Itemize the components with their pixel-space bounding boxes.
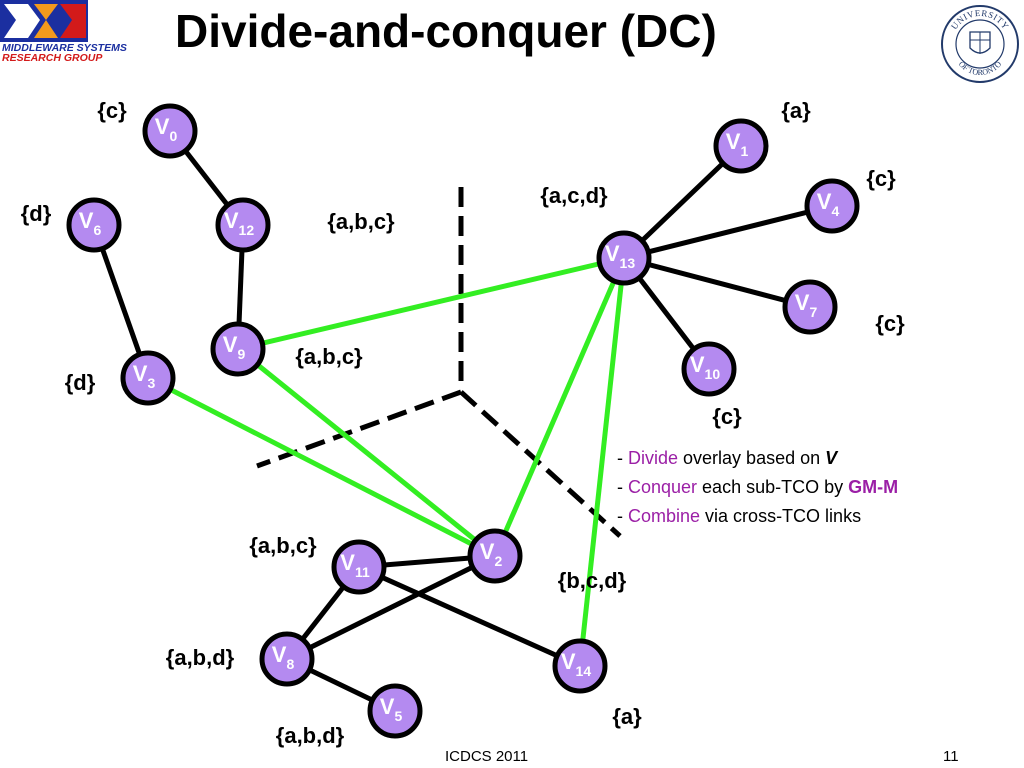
node-label-v7: V7 bbox=[795, 290, 818, 320]
node-v8: V8 bbox=[259, 631, 315, 687]
legend-divide: - Divide overlay based on V bbox=[617, 448, 838, 468]
cross-edge-v9-v2 bbox=[236, 347, 497, 558]
node-circle-v1 bbox=[713, 118, 769, 174]
legend-conquer-emph: GM-M bbox=[848, 477, 899, 497]
node-label-v10: V10 bbox=[690, 352, 720, 382]
cross-edge-v13-v2 bbox=[492, 257, 627, 557]
node-v3: V3 bbox=[120, 350, 176, 406]
node-circle-v8 bbox=[259, 631, 315, 687]
topic-label-v2: {b,c,d} bbox=[558, 568, 627, 593]
node-v1: V1 bbox=[713, 118, 769, 174]
node-v2: V2 bbox=[467, 528, 523, 584]
node-label-v5: V5 bbox=[380, 694, 403, 724]
node-v7: V7 bbox=[782, 279, 838, 335]
cross-edge-v9-v13 bbox=[237, 255, 625, 352]
footer-page-number: 11 bbox=[943, 748, 959, 765]
node-label-v6: V6 bbox=[79, 208, 102, 238]
topic-label-v3: {d} bbox=[65, 370, 96, 395]
topic-labels: {c} {a} {b,c,d} {d} {c} {a,b,d} {d} {c} {a,b,d} {… bbox=[21, 98, 905, 748]
logo-line1: MIDDLEWARE SYSTEMS bbox=[2, 42, 127, 54]
node-circle-v7 bbox=[782, 279, 838, 335]
node-label-v14: V14 bbox=[561, 649, 591, 679]
msrg-logo-icon bbox=[0, 0, 88, 42]
cross-edge-v13-v14 bbox=[577, 257, 627, 667]
legend-divide-emph: V bbox=[825, 448, 838, 468]
node-circle-v2 bbox=[467, 528, 523, 584]
node-v14: V14 bbox=[552, 638, 608, 694]
topic-label-v5: {a,b,d} bbox=[276, 723, 345, 748]
slide-title: Divide-and-conquer (DC) bbox=[175, 5, 717, 57]
node-circle-v13 bbox=[596, 230, 652, 286]
node-v13: V13 bbox=[596, 230, 652, 286]
node-v4: V4 bbox=[804, 178, 860, 234]
node-v6: V6 bbox=[66, 197, 122, 253]
node-label-v2: V2 bbox=[480, 539, 503, 569]
topic-label-v7: {c} bbox=[875, 311, 905, 336]
legend-combine: - Combine via cross-TCO links bbox=[617, 506, 862, 526]
footer-conference: ICDCS 2011 bbox=[445, 748, 529, 765]
node-label-v9: V9 bbox=[223, 332, 246, 362]
legend: - Divide overlay based on V - Conquer ea… bbox=[617, 444, 898, 531]
node-circle-v4 bbox=[804, 178, 860, 234]
divider-right bbox=[459, 390, 622, 538]
topic-label-v6: {d} bbox=[21, 201, 52, 226]
university-seal-icon: UNIVERSITY OF TORONTO bbox=[941, 5, 1019, 83]
topic-label-v4: {c} bbox=[866, 166, 896, 191]
topic-label-v11: {a,b,c} bbox=[249, 533, 317, 558]
topic-label-v9: {a,b,c} bbox=[295, 344, 363, 369]
node-circle-v9 bbox=[210, 321, 266, 377]
node-label-v8: V8 bbox=[272, 642, 295, 672]
topic-label-v12: {a,b,c} bbox=[327, 209, 395, 234]
node-circle-v12 bbox=[215, 197, 271, 253]
node-circle-v14 bbox=[552, 638, 608, 694]
node-circle-v10 bbox=[681, 341, 737, 397]
node-circle-v3 bbox=[120, 350, 176, 406]
node-v12: V12 bbox=[215, 197, 271, 253]
edge-v11-v14 bbox=[357, 564, 582, 669]
divider-left bbox=[256, 389, 462, 469]
node-label-v3: V3 bbox=[133, 361, 156, 391]
topic-label-v13: {a,c,d} bbox=[540, 183, 608, 208]
node-label-v12: V12 bbox=[224, 208, 254, 238]
node-v5: V5 bbox=[367, 683, 423, 739]
node-label-v4: V4 bbox=[817, 189, 840, 219]
node-v11: V11 bbox=[331, 539, 387, 595]
node-circle-v11 bbox=[331, 539, 387, 595]
edge-v2-v8 bbox=[285, 553, 497, 662]
topic-label-v0: {c} bbox=[97, 98, 127, 123]
node-label-v11: V11 bbox=[340, 550, 370, 580]
topic-label-v10: {c} bbox=[712, 404, 742, 429]
node-v10: V10 bbox=[681, 341, 737, 397]
msrg-logo: MIDDLEWARE SYSTEMS RESEARCH GROUP bbox=[0, 0, 160, 66]
node-label-v13: V13 bbox=[605, 241, 635, 271]
topic-label-v14: {a} bbox=[612, 704, 642, 729]
node-circle-v6 bbox=[66, 197, 122, 253]
node-label-v0: V0 bbox=[155, 114, 178, 144]
node-v9: V9 bbox=[210, 321, 266, 377]
logo-text: MIDDLEWARE SYSTEMS RESEARCH GROUP bbox=[2, 42, 127, 64]
topic-label-v1: {a} bbox=[781, 98, 811, 123]
legend-combine-key: Combine bbox=[628, 506, 701, 526]
legend-divide-key: Divide bbox=[628, 448, 679, 468]
logo-line2: RESEARCH GROUP bbox=[2, 52, 103, 64]
node-circle-v5 bbox=[367, 683, 423, 739]
topic-label-v8: {a,b,d} bbox=[166, 645, 235, 670]
legend-conquer: - Conquer each sub-TCO by GM-M bbox=[617, 477, 899, 497]
cross-edge-v3-v2 bbox=[146, 375, 497, 559]
edge-v13-v7 bbox=[623, 255, 811, 310]
node-v0: V0 bbox=[142, 103, 198, 159]
legend-conquer-key: Conquer bbox=[628, 477, 698, 497]
node-label-v1: V1 bbox=[726, 129, 749, 159]
edge-v13-v4 bbox=[623, 203, 833, 261]
node-circle-v0 bbox=[142, 103, 198, 159]
